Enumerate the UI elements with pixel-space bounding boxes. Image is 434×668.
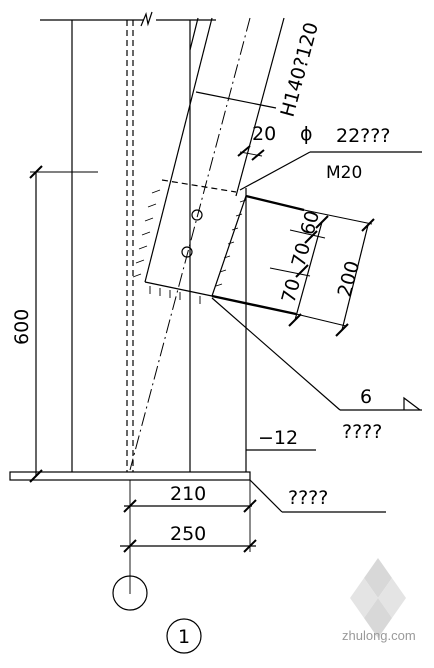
watermark-logo xyxy=(350,558,406,638)
brace-section-line xyxy=(195,91,277,109)
tick-210-right xyxy=(243,499,257,513)
base-note: ???? xyxy=(288,487,328,509)
ext-a xyxy=(303,209,373,225)
weld-hatch-left xyxy=(132,189,161,278)
dim-600-tick-top xyxy=(29,165,43,179)
brace-member xyxy=(129,17,285,471)
tick-4 xyxy=(288,313,302,327)
height-dimension xyxy=(29,165,98,483)
weld-line-top xyxy=(245,194,305,212)
dim-line-outer xyxy=(341,224,369,331)
thickness-20-label: 20 xyxy=(252,123,276,145)
bolt-hole-lower xyxy=(181,246,193,258)
dim-20-line xyxy=(239,151,263,157)
brace-centerline xyxy=(129,17,251,471)
width-210-label: 210 xyxy=(170,483,206,505)
gusset-plate xyxy=(132,189,305,316)
height-600-label: 600 xyxy=(11,309,33,345)
ext-d xyxy=(295,313,347,327)
brace-right-edge xyxy=(235,17,285,197)
base-plate xyxy=(9,471,251,481)
bolts xyxy=(181,209,203,258)
break-mark xyxy=(140,11,153,27)
weld-hatch-slant xyxy=(215,199,247,287)
tick-210-left xyxy=(123,499,137,513)
width-dimensions xyxy=(120,480,257,594)
hole-label: 22??? xyxy=(336,125,390,147)
tick-250-left xyxy=(123,539,137,553)
bolt-hole-upper xyxy=(191,209,203,221)
gauge-70b-label: 70 xyxy=(278,276,306,305)
gauge-60-label: 60 xyxy=(297,208,325,237)
tick-2 xyxy=(304,230,318,244)
column xyxy=(40,11,247,472)
brace-left-outer xyxy=(189,17,199,51)
tick-250-right xyxy=(243,539,257,553)
brace-left-edge xyxy=(144,17,213,283)
base-leader-line xyxy=(249,479,283,513)
ext-c xyxy=(269,267,311,277)
weld-line-bottom xyxy=(211,294,297,316)
member-label: H140?120 xyxy=(277,20,323,119)
gauge-dimensions xyxy=(269,209,375,337)
wm-diamond-bottom xyxy=(364,598,392,638)
plate-thickness-label: −12 xyxy=(258,427,298,449)
gusset-slant-edge xyxy=(211,195,247,297)
dim-line-inner xyxy=(294,221,323,321)
tick-5 xyxy=(361,218,375,232)
gusset-hidden-top xyxy=(161,179,237,193)
weld-note: ???? xyxy=(342,421,382,443)
width-250-label: 250 xyxy=(170,523,206,545)
ext-b xyxy=(289,229,326,239)
watermark-text: zhulong.com xyxy=(342,628,416,643)
dim-600-tick-bottom xyxy=(29,469,43,483)
tick-6 xyxy=(335,323,349,337)
gusset-base-line xyxy=(144,281,213,297)
gauge-70a-label: 70 xyxy=(288,240,316,269)
weld-leader-line xyxy=(211,297,341,411)
detail-number-circle xyxy=(166,618,202,654)
tick-20-a xyxy=(237,145,251,157)
tick-1 xyxy=(315,215,329,229)
gauge-200-label: 200 xyxy=(334,259,365,300)
bolt-leader-line xyxy=(239,151,311,191)
fillet-weld-symbol xyxy=(403,396,421,411)
bolt-label: M20 xyxy=(326,163,362,183)
phi-symbol: ϕ xyxy=(300,123,313,145)
tick-3 xyxy=(295,264,309,278)
detail-number: 1 xyxy=(178,626,190,648)
weld-size-label: 6 xyxy=(360,386,372,408)
axis-bubble xyxy=(112,575,148,611)
weld-hatch-bottom xyxy=(149,286,201,304)
base-plate-rect xyxy=(9,471,251,481)
